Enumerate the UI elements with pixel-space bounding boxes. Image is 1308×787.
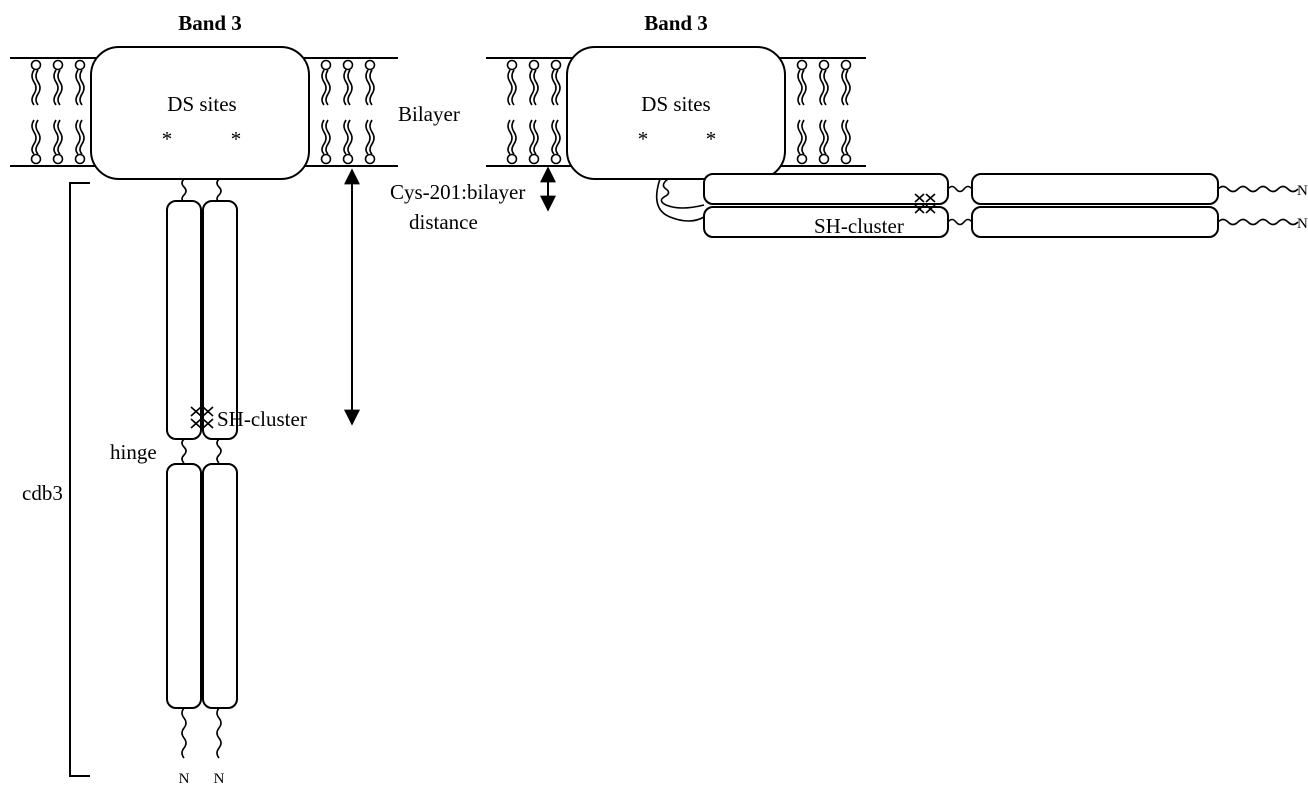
hinge-linker-1 <box>182 439 186 463</box>
left-linker-1 <box>182 179 186 202</box>
lipid-molecule <box>76 61 85 164</box>
bilayer-label: Bilayer <box>398 102 460 126</box>
lipid-molecule <box>508 61 517 164</box>
lipid-molecule <box>530 61 539 164</box>
right-n-tail-1 <box>1218 187 1298 192</box>
right-rod-row1-linker <box>948 187 972 192</box>
left-sh-cluster-label: SH-cluster <box>217 407 307 431</box>
left-title: Band 3 <box>178 11 242 35</box>
lipid-molecule <box>798 61 807 164</box>
cdb3-label: cdb3 <box>22 481 63 505</box>
left-n-tail-2 <box>217 708 221 758</box>
right-rod-row1-inner <box>704 174 948 204</box>
cdb3-upper-rod-1 <box>167 201 201 439</box>
lipid-molecule <box>322 61 331 164</box>
lipid-molecule <box>842 61 851 164</box>
left-n-terminus-2: N <box>214 771 225 787</box>
right-n-terminus-2: N <box>1297 216 1308 232</box>
lipid-molecule <box>32 61 41 164</box>
left-bilayer-lipids-right <box>322 61 375 164</box>
left-linker-2 <box>217 179 221 202</box>
right-ds-sites-label: DS sites <box>641 92 710 116</box>
right-bilayer-lipids-left <box>508 61 561 164</box>
cdb3-lower-rod-2 <box>203 464 237 708</box>
lipid-molecule <box>54 61 63 164</box>
right-rod-row2-linker <box>948 220 972 225</box>
lipid-molecule <box>552 61 561 164</box>
lipid-molecule <box>344 61 353 164</box>
left-ds-asterisk-2: * <box>231 127 242 151</box>
right-sh-cluster-label: SH-cluster <box>814 214 904 238</box>
lipid-molecule <box>820 61 829 164</box>
distance-label-line1: Cys-201:bilayer <box>390 180 525 204</box>
right-rod-row1-outer <box>972 174 1218 204</box>
cdb3-lower-rod-1 <box>167 464 201 708</box>
right-title: Band 3 <box>644 11 708 35</box>
right-n-tail-2 <box>1218 220 1298 225</box>
hinge-linker-2 <box>217 439 221 463</box>
right-rod-row2-outer <box>972 207 1218 237</box>
right-ds-asterisk-2: * <box>706 127 717 151</box>
distance-label-line2: distance <box>409 210 478 234</box>
left-n-terminus-1: N <box>179 771 190 787</box>
lipid-molecule <box>366 61 375 164</box>
cdb3-upper-rod-2 <box>203 201 237 439</box>
left-ds-sites-label: DS sites <box>167 92 236 116</box>
right-bilayer-lipids-right <box>798 61 851 164</box>
hinge-label: hinge <box>110 440 157 464</box>
left-n-tail-1 <box>182 708 186 758</box>
left-bilayer-lipids-left <box>32 61 85 164</box>
right-linker-loop-1 <box>661 179 704 208</box>
cdb3-bracket <box>70 183 90 776</box>
left-panel: Band 3 DS sites * * Bilayer SH-cluster <box>10 11 460 787</box>
right-panel: Band 3 DS sites * * Cys-201:bilayer dist… <box>390 11 1308 238</box>
left-ds-asterisk-1: * <box>162 127 173 151</box>
right-n-terminus-1: N <box>1297 183 1308 199</box>
right-ds-asterisk-1: * <box>638 127 649 151</box>
